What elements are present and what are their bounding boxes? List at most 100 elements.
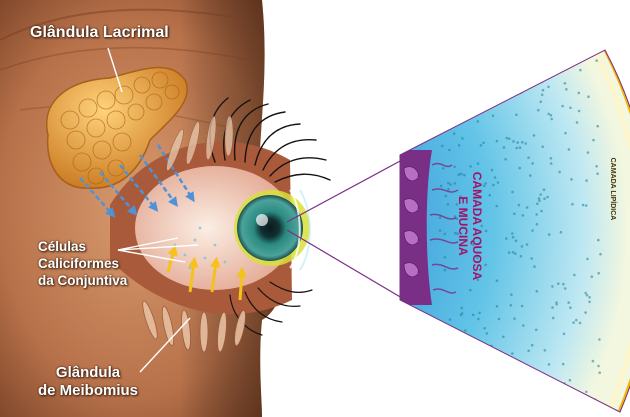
aqueous-particle xyxy=(444,233,447,236)
label-meibomian-gland: Glândula de Meibomius xyxy=(38,364,138,400)
aqueous-particle xyxy=(533,265,536,268)
aqueous-particle xyxy=(586,258,589,261)
aqueous-particle xyxy=(567,301,570,304)
aqueous-particle xyxy=(518,167,521,170)
aqueous-particle xyxy=(447,203,450,206)
aqueous-particle xyxy=(494,176,497,179)
tear-film-wedge xyxy=(400,40,630,417)
aqueous-particle xyxy=(538,199,541,202)
aqueous-particle xyxy=(527,350,530,353)
aqueous-particle xyxy=(514,397,517,400)
aqueous-particle xyxy=(550,118,553,121)
aqueous-particle xyxy=(557,282,560,285)
aqueous-particle xyxy=(503,70,506,73)
aqueous-particle xyxy=(572,321,575,324)
aqueous-particle xyxy=(598,338,601,341)
aqueous-particle xyxy=(573,274,576,277)
aqueous-particle xyxy=(520,255,523,258)
aqueous-particle xyxy=(488,391,491,394)
aqueous-particle xyxy=(458,144,461,147)
aqueous-particle xyxy=(526,206,529,209)
aqueous-particle xyxy=(542,89,545,92)
aqueous-particle xyxy=(539,193,542,196)
aqueous-particle xyxy=(498,318,501,321)
aqueous-particle xyxy=(452,66,455,69)
aqueous-particle xyxy=(439,216,442,219)
aqueous-particle xyxy=(596,125,599,128)
aqueous-particle xyxy=(515,114,518,117)
aqueous-particle xyxy=(442,123,445,126)
aqueous-particle xyxy=(491,169,494,172)
aqueous-particle xyxy=(587,151,590,154)
aqueous-particle xyxy=(488,194,491,197)
aqueous-particle xyxy=(502,336,505,339)
aqueous-particle xyxy=(513,213,516,216)
aqueous-particle xyxy=(441,145,444,148)
aqueous-particle xyxy=(514,252,517,255)
aqueous-particle xyxy=(513,361,516,364)
label-meibomian-line-1: Glândula xyxy=(38,364,138,382)
aqueous-particle xyxy=(564,132,567,135)
aqueous-particle xyxy=(447,188,450,191)
aqueous-particle xyxy=(537,109,540,112)
aqueous-particle xyxy=(484,264,487,267)
aqueous-particle xyxy=(575,403,578,406)
aqueous-particle xyxy=(483,327,486,330)
label-lacrimal-gland: Glândula Lacrimal xyxy=(30,24,169,42)
aqueous-particle xyxy=(536,203,539,206)
aqueous-particle xyxy=(599,253,602,256)
aqueous-particle xyxy=(592,139,595,142)
aqueous-particle xyxy=(547,86,550,89)
aqueous-particle xyxy=(543,197,546,200)
aqueous-particle xyxy=(569,379,572,382)
aqueous-particle xyxy=(497,181,500,184)
aqueous-particle xyxy=(560,231,563,234)
aqueous-particle xyxy=(478,312,481,315)
label-goblet-line-2: Caliciformes xyxy=(38,255,127,272)
aqueous-particle xyxy=(472,314,475,317)
aqueous-particle xyxy=(496,401,499,404)
aqueous-particle xyxy=(511,191,514,194)
aqueous-particle xyxy=(466,60,469,63)
aqueous-particle xyxy=(546,196,549,199)
aqueous-particle xyxy=(564,82,567,85)
aqueous-particle xyxy=(547,61,550,64)
aqueous-particle xyxy=(482,142,485,145)
aqueous-particle xyxy=(511,232,514,235)
aqueous-particle xyxy=(515,240,518,243)
aqueous-particle xyxy=(536,396,539,399)
aqueous-particle xyxy=(541,94,544,97)
aqueous-particle xyxy=(558,171,561,174)
aqueous-particle xyxy=(477,120,480,123)
aqueous-particle xyxy=(550,162,553,165)
aqueous-particle xyxy=(521,141,524,144)
aqueous-particle xyxy=(464,329,467,332)
aqueous-particle xyxy=(597,365,600,368)
aqueous-particle xyxy=(515,362,518,365)
aqueous-particle xyxy=(582,204,585,207)
aqueous-particle xyxy=(533,134,536,137)
aqueous-particle xyxy=(494,384,497,387)
aqueous-particle xyxy=(492,184,495,187)
aqueous-particle xyxy=(467,72,470,75)
aqueous-particle xyxy=(440,185,443,188)
aqueous-particle xyxy=(597,272,600,275)
aqueous-particle xyxy=(587,95,590,98)
aqueous-particle xyxy=(443,113,446,116)
aqueous-particle xyxy=(505,237,508,240)
aqueous-particle xyxy=(528,376,531,379)
aqueous-particle xyxy=(569,306,572,309)
label-aqueous-mucin-layer: CAMADA AQUOSA E MUCINA xyxy=(456,166,484,286)
aqueous-particle xyxy=(551,285,554,288)
aqueous-particle xyxy=(439,401,442,404)
aqueous-particle xyxy=(531,344,534,347)
aqueous-particle xyxy=(585,391,588,394)
aqueous-particle xyxy=(563,333,566,336)
aqueous-particle xyxy=(486,332,489,335)
aqueous-particle xyxy=(513,317,516,320)
aqueous-particle xyxy=(588,301,591,304)
aqueous-particle xyxy=(485,230,488,233)
aqueous-particle xyxy=(478,391,481,394)
aqueous-particle xyxy=(442,167,445,170)
